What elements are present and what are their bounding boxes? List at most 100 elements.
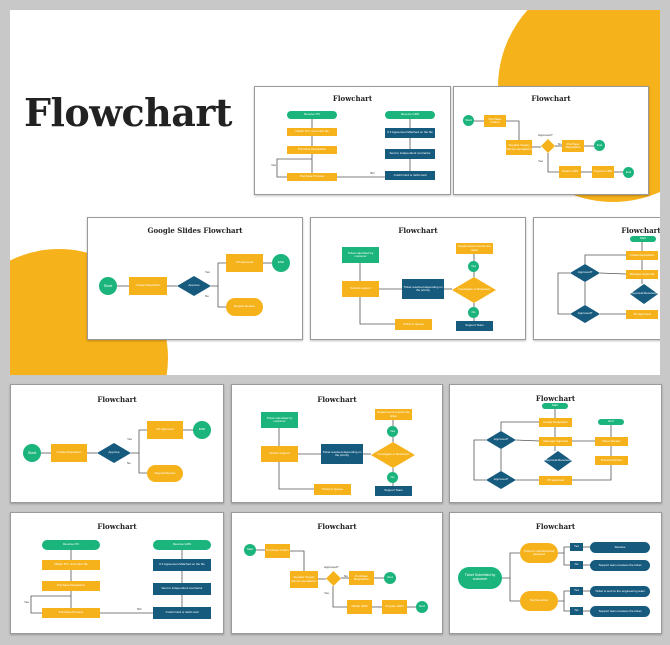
decision-diamond: Approve xyxy=(97,443,131,463)
flow-node: Ticket submitted by customer xyxy=(342,247,379,263)
slide-title: Flowchart xyxy=(535,522,576,531)
no-tag: No xyxy=(570,607,583,615)
yes-label: Yes xyxy=(205,270,210,274)
slide-title: Google Slides Flowchart xyxy=(147,226,243,235)
flow-node: Manager Approval xyxy=(539,437,572,446)
flow-node: Start xyxy=(244,544,256,556)
flow-node: End xyxy=(594,140,605,151)
preview-slide-4[interactable]: Flowchart Ticket submitted by customer S… xyxy=(310,217,526,340)
flow-node: Create Requisition xyxy=(51,444,87,462)
slide-title: Flowchart xyxy=(332,94,373,103)
slide-card-ticket-flowchart[interactable]: Flowchart Ticket submitted by customer S… xyxy=(231,384,443,503)
flow-node: Ticket Submitted by customer xyxy=(458,567,502,589)
flow-node: Done Review xyxy=(595,437,628,446)
flow-node: Purchase Requisition xyxy=(42,581,100,591)
flow-node: END xyxy=(272,254,290,272)
no-label: NO xyxy=(137,607,142,611)
flow-node: Ticket resolved depending on the priorit… xyxy=(402,279,444,299)
no-label: No xyxy=(344,574,348,578)
yes-circle: Yes xyxy=(387,426,398,437)
flow-node: Purchase Process xyxy=(42,608,100,618)
decision-diamond: Approval Received xyxy=(630,284,658,304)
preview-slide-1[interactable]: Flowchart Receive PO Obtain P.O. and ent… xyxy=(254,86,451,195)
flow-node: If it Agreement Matched on the file xyxy=(385,128,435,138)
flow-node: Receive GRN xyxy=(385,111,435,119)
decision-diamond: Approval Received xyxy=(544,451,572,471)
decision-diamond xyxy=(326,571,341,586)
slide-title: Flowchart xyxy=(531,94,571,103)
flow-node: Start xyxy=(463,115,474,126)
flow-node: Ticket to Queue xyxy=(395,319,432,330)
hero-title: Flowchart xyxy=(24,90,232,135)
flow-node: Sent to independent contractor xyxy=(385,149,435,159)
flow-node: Resolve xyxy=(590,542,650,553)
flow-node: Purchase Requisition xyxy=(349,571,374,585)
flow-node: Credit Card or debit card xyxy=(385,171,435,180)
decision-diamond: Approved? xyxy=(486,471,516,489)
flow-node: Prepare GRN xyxy=(592,166,614,178)
flow-node: Ticket is sent to the engineering team xyxy=(590,586,650,597)
flow-node: Supplier Supply Recommendations xyxy=(290,571,318,588)
slide-card-support-flowchart[interactable]: Flowchart Ticket Submitted by customer T… xyxy=(449,512,662,634)
flow-node: Purchase Requisition xyxy=(287,146,337,154)
flow-node: If it Agreement Matched on the file xyxy=(153,559,211,571)
preview-slide-3[interactable]: Google Slides Flowchart Start Create Req… xyxy=(87,217,303,340)
slide-title: Flowchart xyxy=(97,395,137,404)
slide-card-approval-flowchart[interactable]: Flowchart Start Approved? Create Requisi… xyxy=(449,384,662,503)
flow-node: End xyxy=(416,601,428,613)
slide-card-grn-flowchart[interactable]: Flowchart Start Purchase Orders Supplier… xyxy=(231,512,443,634)
flow-node: Departments resolve the ticket xyxy=(456,243,493,254)
no-tag: No xyxy=(570,561,583,569)
preview-slide-5[interactable]: Flowchart Start Approved? Create Requisi… xyxy=(533,217,660,340)
flow-node: Ticket to Queue xyxy=(314,484,351,495)
flow-node: Sent to independent contractor xyxy=(153,583,211,595)
flow-node: Not Resolved xyxy=(520,591,558,611)
flow-node: VP Approved xyxy=(147,421,183,439)
flow-node: Purchase Process xyxy=(287,173,337,181)
preview-slide-2[interactable]: Flowchart Start Purchase Orders Supplier… xyxy=(453,86,649,195)
no-label: No xyxy=(127,461,131,465)
no-label: No xyxy=(558,142,562,146)
flow-node: Support team resolves the ticket xyxy=(590,560,650,571)
decision-diamond xyxy=(541,139,555,153)
flow-node: Prepare GRN xyxy=(382,600,407,614)
flow-node: Receive PO xyxy=(42,540,100,550)
yes-tag: Yes xyxy=(570,587,583,595)
flow-node: Create Requisition xyxy=(539,418,572,427)
flow-node: Credit Card or debit card xyxy=(153,607,211,619)
yes-label: Yes xyxy=(271,163,276,167)
flow-node: Process Review xyxy=(595,456,628,465)
decision-diamond: Investigate or Resolved xyxy=(371,442,415,468)
slide-title: Flowchart xyxy=(398,226,438,235)
flow-node: Requisi Review xyxy=(226,298,263,316)
slide-title: Flowchart xyxy=(317,522,357,531)
yes-label: Yes xyxy=(324,591,329,595)
slide-card-google-flowchart[interactable]: Flowchart Start Create Requisition Appro… xyxy=(10,384,224,503)
flow-node: Departments resolve the ticket xyxy=(375,409,412,420)
flow-node: Requisi Review xyxy=(147,465,183,482)
flow-node: Obtain GRN xyxy=(347,600,372,614)
decision-diamond: Approve xyxy=(177,276,211,296)
flow-node: Purchase Orders xyxy=(484,115,506,127)
flow-node: Purchase Requisition xyxy=(562,140,584,152)
slide-title: Flowchart xyxy=(317,395,357,404)
no-label: NO xyxy=(370,171,375,175)
flow-node: Submit support xyxy=(261,446,298,462)
flow-node: VP approved xyxy=(539,476,572,485)
slide-title: Flowchart xyxy=(97,522,137,531)
flow-node: Start xyxy=(542,403,568,409)
yes-label: Yes xyxy=(127,437,132,441)
flow-node: VP Approved xyxy=(226,254,263,272)
no-circle: No xyxy=(387,472,398,483)
flow-node: VP approved xyxy=(626,310,658,319)
flow-node: Create Requisition xyxy=(129,277,167,295)
slide-title: Flowchart xyxy=(621,226,660,235)
yes-tag: Yes xyxy=(570,543,583,551)
slide-card-purchase-flowchart[interactable]: Flowchart Receive PO Obtain P.O. and ent… xyxy=(10,512,224,634)
flow-node: Ticket resolved depending on the priorit… xyxy=(321,444,363,464)
decision-diamond: Approved? xyxy=(570,264,600,282)
hero-slide: Flowchart Flowchart Receive PO Obtain P.… xyxy=(10,10,660,375)
decision-diamond: Approved? xyxy=(570,305,600,323)
flow-node: Support team resolves the ticket xyxy=(590,606,650,617)
decision-label: Approved? xyxy=(324,565,339,569)
